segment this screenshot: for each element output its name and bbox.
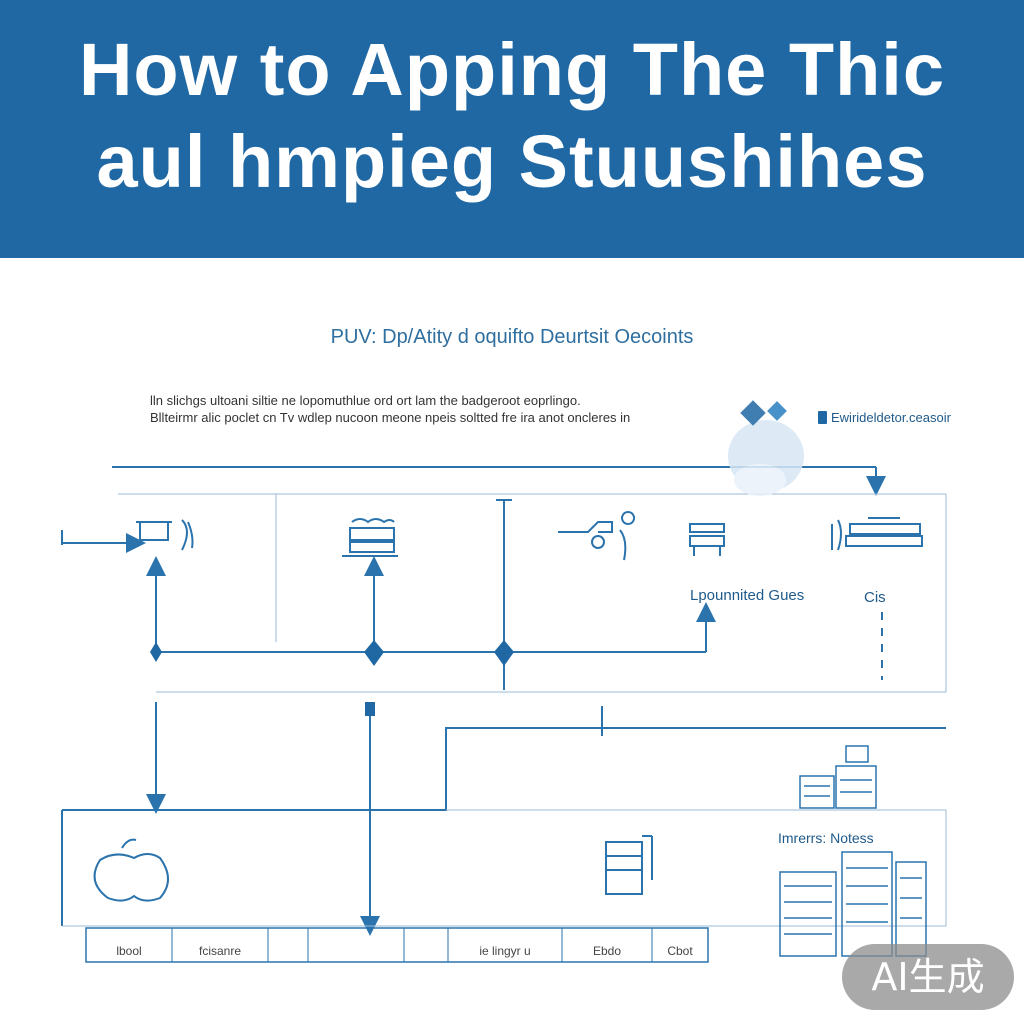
bottom-table — [85, 927, 709, 963]
decision-diamond-2 — [494, 640, 514, 666]
lower-node — [365, 702, 375, 716]
hand-decoration — [728, 400, 804, 496]
bottom-cell-2: fcisanre — [198, 944, 242, 958]
ai-generated-watermark: AI生成 — [842, 944, 1014, 1010]
building-icon-top — [799, 745, 877, 809]
decision-diamond-1 — [364, 640, 384, 666]
bottom-cell-7: Cbot — [667, 944, 693, 958]
machine-icon-5 — [831, 517, 923, 551]
bottom-cell-5: ie lingyr u — [479, 944, 531, 958]
machine-icon-1 — [136, 519, 194, 551]
title-line-2: aul hmpieg Stuushihes — [96, 120, 928, 203]
apple-icon — [93, 838, 169, 902]
step-line — [62, 727, 946, 811]
bus-node — [150, 642, 162, 662]
label-cis: Cis — [864, 589, 886, 606]
editor-badge-label: Ewirideldetor.ceasoir — [831, 410, 951, 425]
bottom-cell-1: lbool — [116, 944, 142, 958]
label-notes: Imrerrs: Notess — [778, 830, 874, 846]
label-pounnited-gues: Lpounnited Gues — [690, 587, 805, 604]
description-line-1: lln slichgs ultoani siltie ne lopomuthlu… — [150, 393, 581, 408]
bottom-cell-6: Ebdo — [592, 944, 622, 958]
description-paragraph: lln slichgs ultoani siltie ne lopomuthlu… — [150, 392, 750, 426]
title-line-1: How to Apping The Thic — [78, 28, 946, 111]
description-line-2: Bllteirmr alic poclet cn Tv wdlep nucoon… — [150, 410, 631, 425]
editor-badge: Ewirideldetor.ceasoir — [818, 410, 951, 425]
machine-icon-4 — [689, 523, 725, 556]
tool-icon-3 — [558, 511, 636, 561]
title-banner: How to Apping The Thic aul hmpieg Stuush… — [0, 0, 1024, 258]
machine-icon-2 — [342, 518, 398, 557]
cabinet-icon — [605, 835, 653, 895]
building-icon-bottom — [779, 851, 927, 957]
document-icon — [818, 411, 827, 424]
diagram-subtitle: PUV: Dp/Atity d oquifto Deurtsit Oecoint… — [330, 326, 694, 348]
